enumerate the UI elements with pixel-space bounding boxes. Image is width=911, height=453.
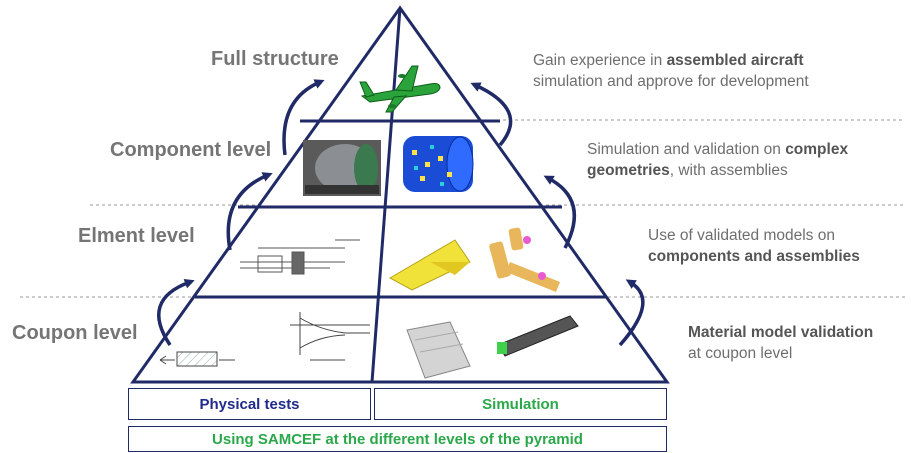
desc-component-line1: Simulation and validation on (587, 141, 786, 158)
curved-arrow-icon (157, 79, 645, 347)
desc-coupon-line2: at coupon level (688, 345, 793, 362)
desc-element-bold: components and assemblies (648, 248, 860, 265)
component-simulation-image (403, 136, 474, 192)
level-label-full-structure: Full structure (211, 48, 339, 70)
component-test-photo (303, 140, 381, 196)
element-simulation-image (388, 227, 560, 292)
desc-full-line2: simulation and approve for development (533, 73, 809, 90)
desc-component-bold1: complex (785, 141, 849, 158)
aircraft-icon (359, 65, 441, 113)
level-label-coupon: Coupon level (12, 322, 138, 344)
dashed-separators (20, 119, 905, 298)
pyramid-outline (130, 5, 670, 384)
coupon-test-drawing (159, 312, 370, 367)
caption-box: Using SAMCEF at the different levels of … (128, 426, 667, 452)
level-label-component: Component level (110, 139, 272, 161)
description-component: Simulation and validation on complex geo… (587, 139, 848, 181)
description-element: Use of validated models on components an… (648, 225, 860, 267)
simulation-box: Simulation (374, 388, 667, 420)
coupon-simulation-image (406, 315, 579, 379)
description-full-structure: Gain experience in assembled aircraft si… (533, 50, 809, 92)
desc-coupon-bold: Material model validation (688, 324, 874, 341)
desc-element-line1: Use of validated models on (648, 227, 835, 244)
desc-full-bold: assembled aircraft (666, 52, 804, 69)
physical-tests-box: Physical tests (128, 388, 371, 420)
desc-component-bold2: geometries (587, 162, 670, 179)
description-coupon: Material model validation at coupon leve… (688, 322, 873, 364)
desc-component-line2: , with assemblies (669, 162, 788, 179)
element-test-drawing (240, 239, 360, 275)
level-label-element: Elment level (78, 225, 195, 247)
desc-full-line1: Gain experience in (533, 52, 667, 69)
